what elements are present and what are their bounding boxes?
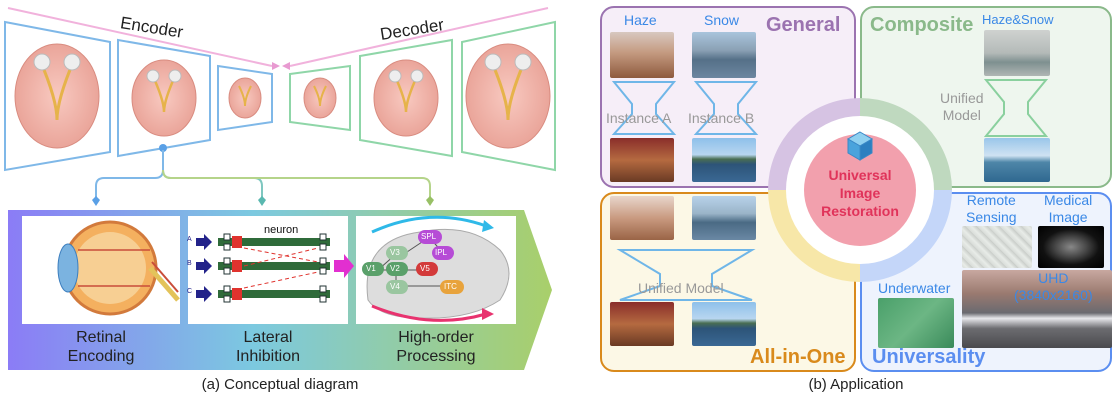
haze-output-image xyxy=(610,138,674,182)
caption-a: (a) Conceptual diagram xyxy=(201,376,359,393)
uhd-image xyxy=(962,270,1112,348)
allinone-output-image-1 xyxy=(610,302,674,346)
center-title-line: Restoration xyxy=(821,203,899,219)
instance-a-label: Instance A xyxy=(606,110,672,126)
allinone-input-image-1 xyxy=(610,196,674,240)
node-label-ipl: IPL xyxy=(435,248,448,257)
allinone-output-image-2 xyxy=(692,302,756,346)
stage-title-retinal: Retinal Encoding xyxy=(22,328,180,366)
node-label-itc: ITC xyxy=(444,282,457,291)
haze-input-image xyxy=(610,32,674,78)
instance-b-label: Instance B xyxy=(688,110,755,126)
brain-node-itc xyxy=(440,280,464,294)
medical-image xyxy=(1038,226,1104,268)
row-label-b: B xyxy=(187,260,192,267)
universality-title: Universality xyxy=(872,346,986,368)
hazesnow-label: Haze&Snow xyxy=(982,12,1054,27)
row-label-c: C xyxy=(187,288,193,295)
composite-title: Composite xyxy=(870,14,974,36)
network-icon xyxy=(983,79,1049,137)
center-title-line: Image xyxy=(839,185,881,201)
underwater-label: Underwater xyxy=(878,280,951,296)
connector-lines xyxy=(92,144,434,206)
stage-title-line: Processing xyxy=(396,348,476,365)
stage-title-line: High-order xyxy=(398,329,474,346)
network-icon xyxy=(611,81,759,135)
general-title: General xyxy=(766,14,841,36)
brain-node-spl xyxy=(418,230,442,244)
brain-node-v3 xyxy=(386,246,408,260)
allinone-title: All-in-One xyxy=(750,346,846,368)
hazesnow-output-image xyxy=(984,138,1050,182)
network-icon xyxy=(616,249,756,301)
uhd-label-line: UHD xyxy=(1038,270,1069,286)
hazesnow-input-image xyxy=(984,30,1050,76)
node-label-v5: V5 xyxy=(420,264,430,273)
brain-node-v5 xyxy=(416,262,438,276)
remote-sensing-label: Remote Sensing xyxy=(966,192,1017,226)
underwater-image xyxy=(878,298,954,348)
composite-model-line: Model xyxy=(942,107,981,123)
medical-image-label: Medical Image xyxy=(1044,192,1092,226)
brain-icon xyxy=(373,59,439,137)
center-core xyxy=(804,134,916,246)
composite-model-label: Unified Model xyxy=(940,90,984,124)
remote-label-line: Sensing xyxy=(966,209,1017,225)
uhd-label-line: (3840x2160) xyxy=(1014,287,1093,303)
brain-node-v4 xyxy=(386,280,408,294)
brain-node-v1 xyxy=(362,262,384,276)
brain-icon xyxy=(303,77,337,119)
center-title: Universal Image Restoration xyxy=(804,166,916,220)
node-label-spl: SPL xyxy=(421,232,437,241)
neuron-label: neuron xyxy=(264,224,299,236)
stage-title-line: Inhibition xyxy=(235,348,301,365)
row-label-a: A xyxy=(187,236,192,243)
snow-output-image xyxy=(692,138,756,182)
stage-title-line: Lateral xyxy=(243,329,293,346)
conceptual-diagram: Encoder Decoder neuron A B C V1 V2 V3 V4… xyxy=(4,7,556,393)
medical-label-line: Medical xyxy=(1044,192,1093,208)
remote-sensing-image xyxy=(962,226,1032,268)
haze-label: Haze xyxy=(624,12,657,28)
brain-node-ipl xyxy=(432,246,454,260)
inhibition-diagram xyxy=(196,233,354,303)
allinone-model-label: Unified Model xyxy=(638,280,724,296)
decoder-guide-line xyxy=(289,7,549,67)
brain-icon xyxy=(228,77,262,119)
snow-label: Snow xyxy=(704,12,740,28)
cube-icon xyxy=(847,131,873,161)
medical-label-line: Image xyxy=(1048,209,1088,225)
node-label-v4: V4 xyxy=(390,282,400,291)
encoder-decoder-frames xyxy=(4,7,556,370)
stage-title-lateral: Lateral Inhibition xyxy=(188,328,348,366)
uhd-label: UHD (3840x2160) xyxy=(1014,270,1093,304)
center-title-line: Universal xyxy=(828,167,892,183)
stage-title-line: Retinal xyxy=(76,329,126,346)
node-label-v2: V2 xyxy=(390,264,400,273)
snow-input-image xyxy=(692,32,756,78)
application-graphics xyxy=(611,79,1049,301)
caption-b: (b) Application xyxy=(808,376,904,393)
node-label-v3: V3 xyxy=(390,248,400,257)
eye-icon xyxy=(57,220,180,316)
application-diagram: General Composite All-in-One Universalit… xyxy=(596,0,1116,400)
brain-icon xyxy=(465,43,551,149)
brain-icon xyxy=(14,43,100,149)
brain-icon xyxy=(131,59,197,137)
node-label-v1: V1 xyxy=(366,264,376,273)
brain-node-v2 xyxy=(386,262,408,276)
allinone-input-image-2 xyxy=(692,196,756,240)
remote-label-line: Remote xyxy=(966,192,1016,208)
encoder-guide-line xyxy=(7,7,273,67)
stage-title-line: Encoding xyxy=(67,348,135,365)
stage-title-highorder: High-order Processing xyxy=(356,328,516,366)
composite-model-line: Unified xyxy=(940,90,984,106)
